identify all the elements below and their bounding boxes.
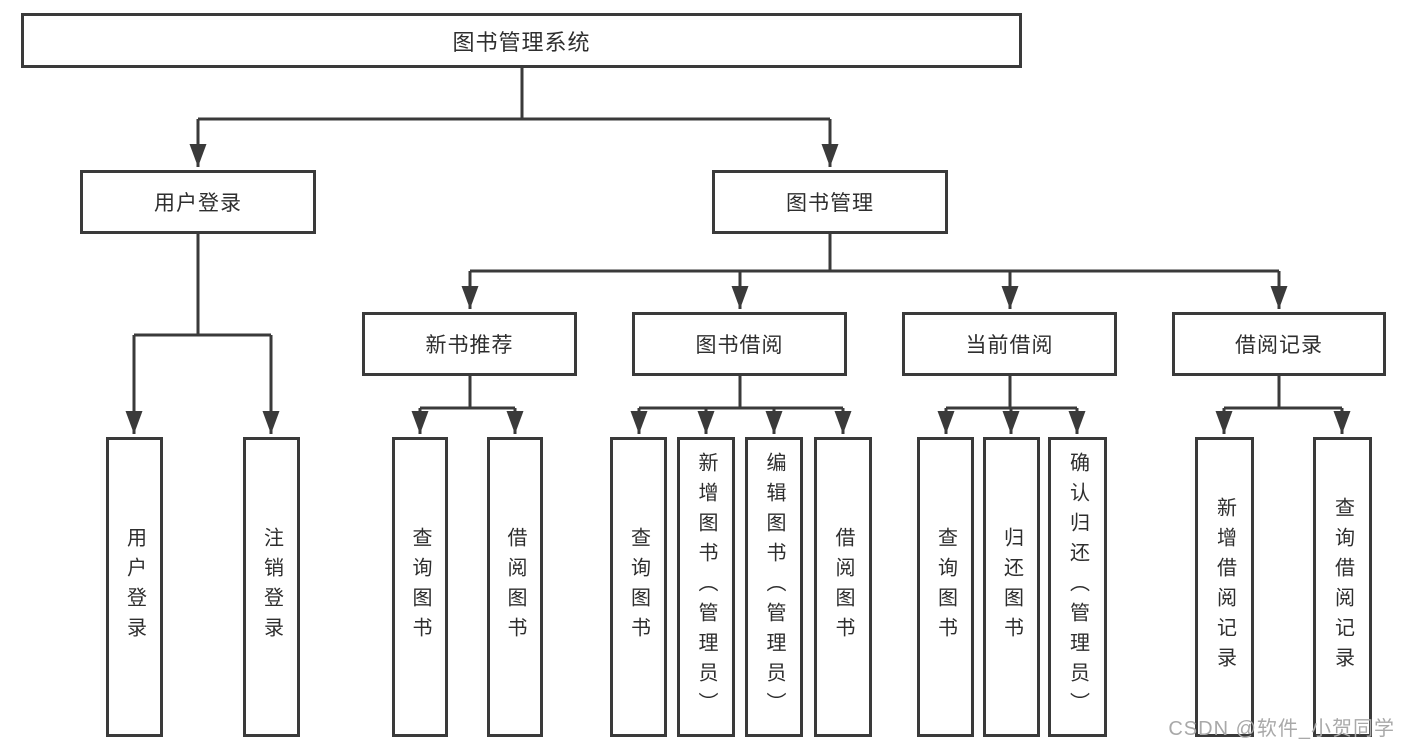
node-borrowing-records: 借阅记录 [1172, 312, 1386, 376]
node-user-login-label: 用户登录 [154, 192, 242, 215]
node-borrowing-records-label: 借阅记录 [1235, 334, 1323, 357]
node-book-borrowing-label: 图书借阅 [695, 334, 784, 357]
leaf-edit-books-admin: 编辑图书（管理员） [745, 437, 803, 737]
node-user-login: 用户登录 [80, 170, 316, 234]
leaf-add-books-admin: 新增图书（管理员） [677, 437, 735, 737]
csdn-watermark: CSDN @软件_小贺同学 [1168, 718, 1395, 740]
leaf-confirm-return-admin: 确认归还（管理员） [1048, 437, 1107, 737]
node-root: 图书管理系统 [21, 13, 1022, 68]
node-current-borrowing: 当前借阅 [902, 312, 1117, 376]
leaf-add-borrow-record: 新增借阅记录 [1195, 437, 1254, 737]
leaf-query-borrow-record: 查询借阅记录 [1313, 437, 1372, 737]
leaf-return-books: 归还图书 [983, 437, 1040, 737]
node-current-borrowing-label: 当前借阅 [965, 334, 1054, 357]
node-root-label: 图书管理系统 [452, 29, 591, 55]
node-book-management-label: 图书管理 [786, 192, 874, 215]
leaf-query-books-current: 查询图书 [917, 437, 974, 737]
leaf-query-books-borrowing: 查询图书 [610, 437, 667, 737]
leaf-logout-login: 注销登录 [243, 437, 300, 737]
leaf-borrow-books-borrowing: 借阅图书 [814, 437, 872, 737]
leaf-query-books-recommend: 查询图书 [392, 437, 448, 737]
node-new-book-recommend: 新书推荐 [362, 312, 577, 376]
node-new-book-recommend-label: 新书推荐 [425, 334, 514, 357]
node-book-management: 图书管理 [712, 170, 948, 234]
leaf-user-login: 用户登录 [106, 437, 163, 737]
leaf-borrow-books-recommend: 借阅图书 [487, 437, 543, 737]
node-book-borrowing: 图书借阅 [632, 312, 847, 376]
